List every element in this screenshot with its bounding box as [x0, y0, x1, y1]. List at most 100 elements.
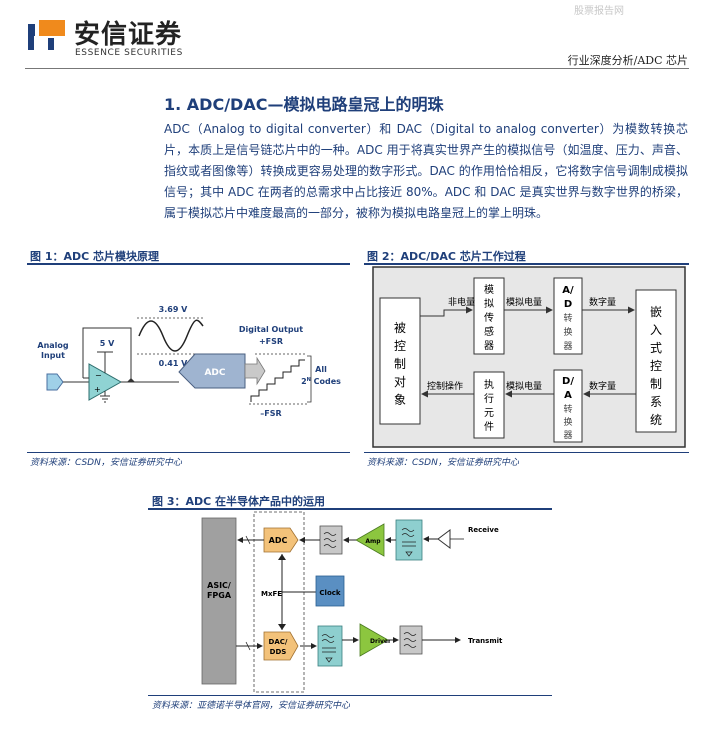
fig2-non-electric-label: 非电量 — [448, 296, 475, 308]
fig3-mxfe-label: MxFE — [261, 590, 282, 598]
fig1-analog-input-label-2: Input — [41, 351, 65, 360]
fig1-codes-label: 2N Codes — [301, 377, 341, 386]
fig1-minus-fsr-label: –FSR — [260, 409, 281, 418]
fig3-clock-block — [315, 575, 345, 607]
fig1-vlow-label: 0.41 V — [159, 359, 189, 368]
fig2-ad-converter-box — [553, 277, 583, 355]
header-divider — [25, 68, 689, 69]
fig3-amp-block — [355, 523, 385, 557]
fig2-digital-qty-bottom-label: 数字量 — [589, 380, 616, 392]
fig2-analog-qty-bottom-label: 模拟电量 — [506, 380, 542, 392]
fig3-dac-label-1: DAC/ — [269, 638, 288, 646]
fig3-clock-label: Clock — [319, 589, 340, 597]
fig3-asic-fpga-block — [201, 517, 237, 685]
fig2-control-op-label: 控制操作 — [427, 380, 463, 392]
fig3-receive-label: Receive — [468, 526, 499, 534]
fig1-plus-fsr-label: +FSR — [259, 337, 283, 346]
fig1-input-connector-icon — [46, 373, 64, 391]
fig1-analog-input-label-1: Analog — [37, 341, 69, 350]
svg-text:器: 器 — [563, 430, 572, 441]
fig1-all-label: All — [315, 365, 327, 374]
fig3-tx-filter-icon — [399, 625, 423, 655]
svg-text:式: 式 — [650, 341, 662, 355]
svg-text:换: 换 — [563, 326, 572, 338]
svg-text:拟: 拟 — [484, 297, 494, 310]
svg-text:控: 控 — [650, 359, 662, 373]
fig3-asic-label-2: FPGA — [207, 591, 232, 600]
figure1-source-rule — [27, 452, 350, 453]
svg-text:执: 执 — [484, 378, 494, 391]
svg-text:−: − — [95, 371, 102, 380]
fig3-adc-block — [263, 527, 299, 553]
fig3-asic-label-1: ASIC/ — [207, 581, 231, 590]
watermark: 股票报告网 — [574, 6, 624, 17]
svg-text:A/: A/ — [562, 285, 574, 296]
figure2-source-rule — [364, 452, 689, 453]
svg-text:传: 传 — [484, 312, 494, 324]
svg-text:模: 模 — [484, 284, 494, 296]
figure1-title: 图 1：ADC 芯片模块原理 — [30, 250, 160, 263]
svg-text:象: 象 — [394, 393, 406, 407]
svg-text:被: 被 — [394, 321, 406, 335]
fig3-rx-balun-icon — [395, 519, 423, 561]
fig2-embedded-system-box — [635, 289, 677, 433]
figure2-diagram: 被 控 制 对 象 模 拟 传 感 器 A/ D 转 换 器 嵌 入 式 控 制… — [372, 266, 686, 448]
fig1-staircase-icon — [250, 359, 305, 402]
svg-text:元: 元 — [484, 408, 494, 419]
fig3-adc-label: ADC — [269, 536, 288, 545]
fig1-adc-label: ADC — [204, 368, 225, 378]
fig2-sensor-box — [473, 277, 505, 355]
svg-text:件: 件 — [484, 421, 494, 433]
figure3-source: 资料来源：亚德诺半导体官网，安信证券研究中心 — [152, 701, 351, 711]
svg-text:制: 制 — [650, 377, 662, 391]
svg-text:嵌: 嵌 — [650, 305, 662, 319]
section-title: 1. ADC/DAC—模拟电路皇冠上的明珠 — [164, 95, 444, 114]
svg-text:A: A — [564, 390, 572, 401]
svg-text:感: 感 — [484, 325, 494, 338]
fig1-digital-output-label: Digital Output — [239, 325, 303, 334]
svg-text:入: 入 — [650, 323, 662, 337]
brand-name-cn: 安信证券 — [74, 20, 183, 50]
fig2-controlled-object-label: 被 控 制 对 象 — [394, 321, 406, 407]
fig2-embedded-system-label: 嵌 入 式 控 制 系 统 — [650, 305, 662, 427]
svg-text:器: 器 — [563, 341, 572, 352]
report-type: 行业深度分析/ADC 芯片 — [567, 54, 688, 67]
figure2-title: 图 2：ADC/DAC 芯片工作过程 — [367, 250, 526, 263]
fig3-driver-label: Driver — [370, 638, 391, 645]
svg-text:对: 对 — [394, 375, 406, 389]
svg-text:行: 行 — [484, 392, 494, 405]
fig2-digital-qty-top-label: 数字量 — [589, 296, 616, 308]
fig2-controlled-object-box — [379, 297, 421, 425]
fig2-ad-converter-label: A/ D 转 换 器 — [562, 285, 574, 352]
figure1-title-rule — [27, 263, 350, 265]
figure3-title: 图 3：ADC 在半导体产品中的运用 — [152, 495, 326, 508]
fig2-da-converter-label: D/ A 转 换 器 — [562, 376, 574, 441]
fig2-sensor-label: 模 拟 传 感 器 — [484, 284, 494, 352]
fig3-tx-balun-icon — [317, 625, 343, 667]
figure3-source-rule — [148, 695, 552, 696]
figure3-title-rule — [148, 508, 552, 510]
fig3-rx-filter-icon — [319, 525, 343, 555]
svg-text:控: 控 — [394, 339, 406, 353]
figure1-source: 资料来源：CSDN，安信证券研究中心 — [30, 458, 182, 468]
fig2-analog-qty-top-label: 模拟电量 — [506, 296, 542, 308]
svg-text:D/: D/ — [562, 376, 574, 387]
figure3-diagram: ASIC/ FPGA MxFE ADC DAC/ DDS Clock Amp R… — [201, 511, 503, 693]
fig1-output-arrow-icon — [244, 356, 266, 386]
fig3-dac-dds-block — [263, 631, 299, 661]
fig3-driver-block — [359, 623, 389, 657]
svg-text:转: 转 — [563, 312, 572, 324]
svg-text:器: 器 — [484, 340, 494, 352]
fig2-actuator-label: 执 行 元 件 — [484, 378, 494, 433]
fig2-da-converter-box — [553, 369, 583, 443]
fig3-receive-antenna-icon — [437, 529, 451, 549]
fig2-actuator-box — [473, 371, 505, 439]
svg-text:统: 统 — [650, 413, 662, 427]
brand-logo-icon — [28, 18, 65, 50]
section-paragraph: ADC（Analog to digital converter）和 DAC（Di… — [164, 122, 688, 220]
svg-text:转: 转 — [563, 403, 572, 415]
figure2-source: 资料来源：CSDN，安信证券研究中心 — [367, 458, 519, 468]
fig1-sine-wave-icon — [138, 319, 204, 352]
svg-text:+: + — [94, 385, 101, 394]
fig3-transmit-label: Transmit — [468, 637, 503, 645]
